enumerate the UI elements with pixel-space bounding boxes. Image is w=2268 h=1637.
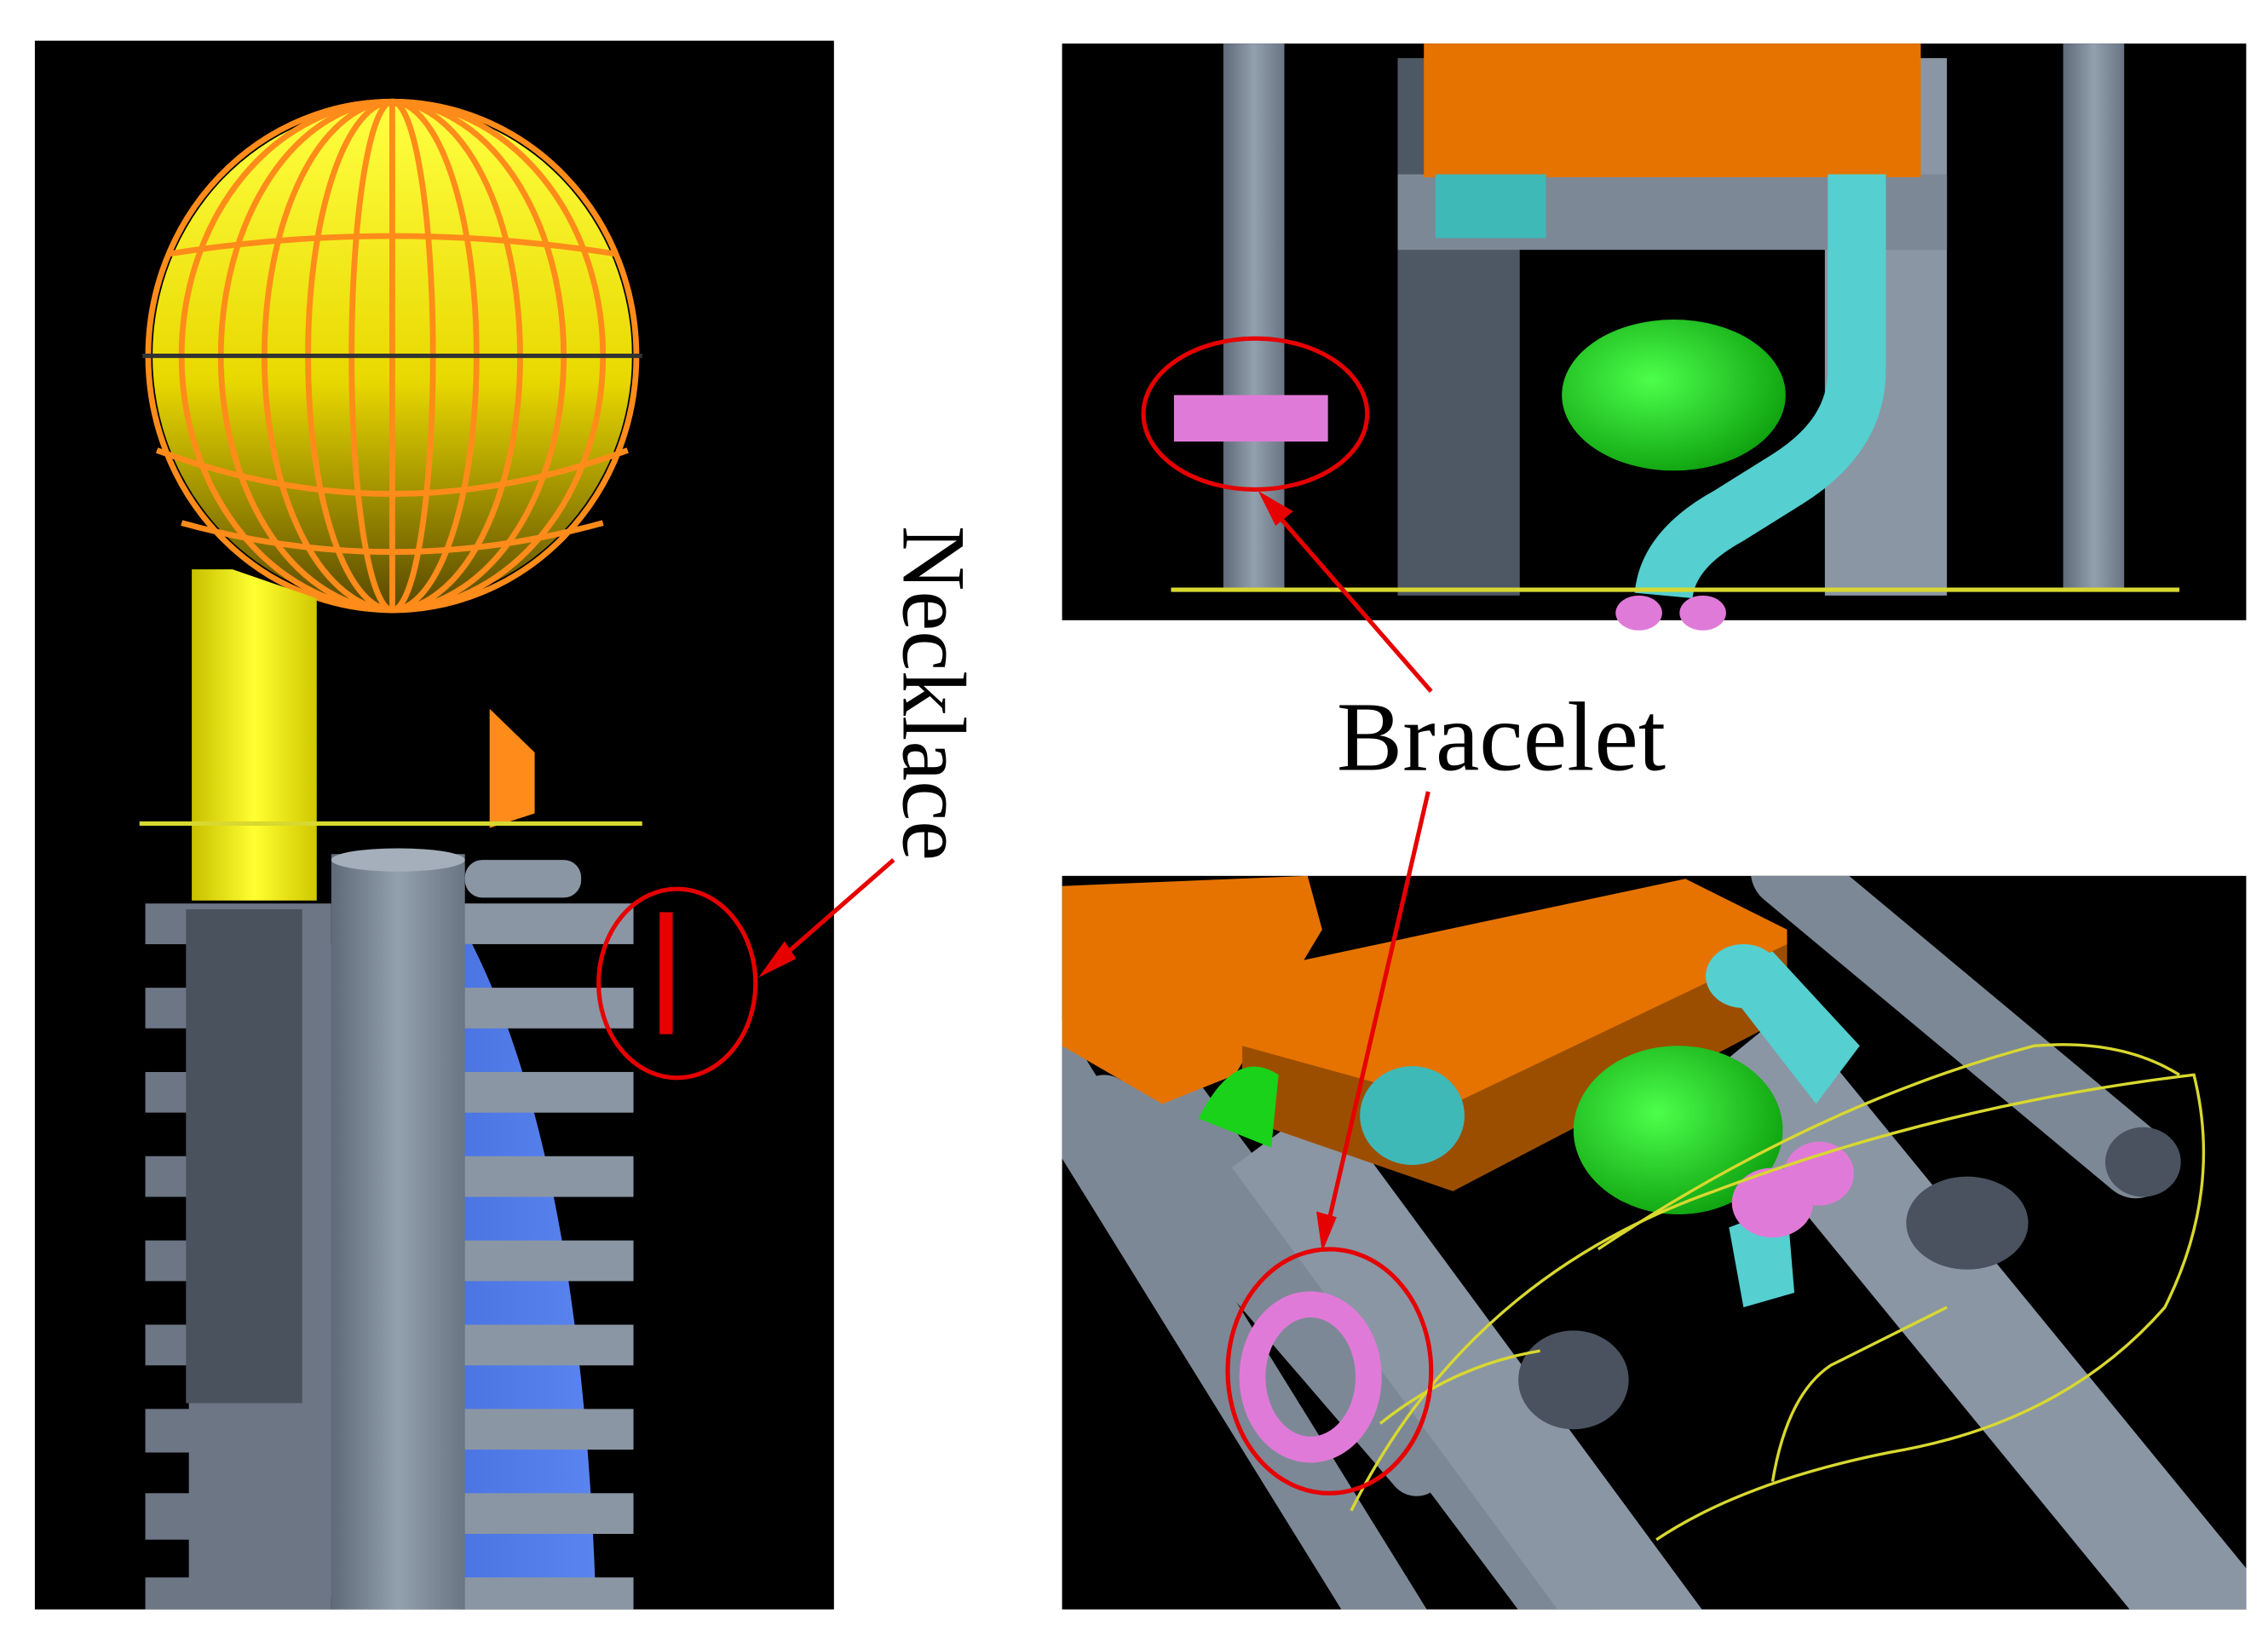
bracelet-marker-front bbox=[1173, 395, 1328, 442]
rib-comb-plate bbox=[186, 909, 302, 1404]
cyan-tube bbox=[1634, 174, 1886, 600]
annotation-arrows bbox=[758, 491, 1433, 1253]
necklace-highlight-circle bbox=[596, 886, 758, 1081]
neck-cylinder bbox=[192, 569, 317, 901]
green-egg-perspective bbox=[1573, 1046, 1783, 1214]
green-egg bbox=[1562, 319, 1786, 471]
bracelet-label: Bracelet bbox=[1337, 683, 1666, 792]
bracelet-highlight-circle-front bbox=[1141, 336, 1370, 492]
top-right-panel-bracelet-front-view bbox=[1062, 43, 2247, 631]
orange-fin bbox=[489, 708, 535, 828]
left-panel-necklace-view bbox=[34, 40, 834, 1610]
orange-block-top bbox=[1424, 43, 1921, 177]
necklace-label: Necklace bbox=[884, 526, 984, 861]
bottom-right-panel-bracelet-perspective-view bbox=[1062, 875, 2247, 1610]
bracelet-marker-perspective bbox=[1239, 1291, 1382, 1463]
bracelet-highlight-circle-perspective bbox=[1225, 1247, 1434, 1496]
necklace-marker bbox=[659, 912, 673, 1035]
head-sphere bbox=[142, 98, 642, 614]
spine-pillar bbox=[331, 854, 465, 1610]
